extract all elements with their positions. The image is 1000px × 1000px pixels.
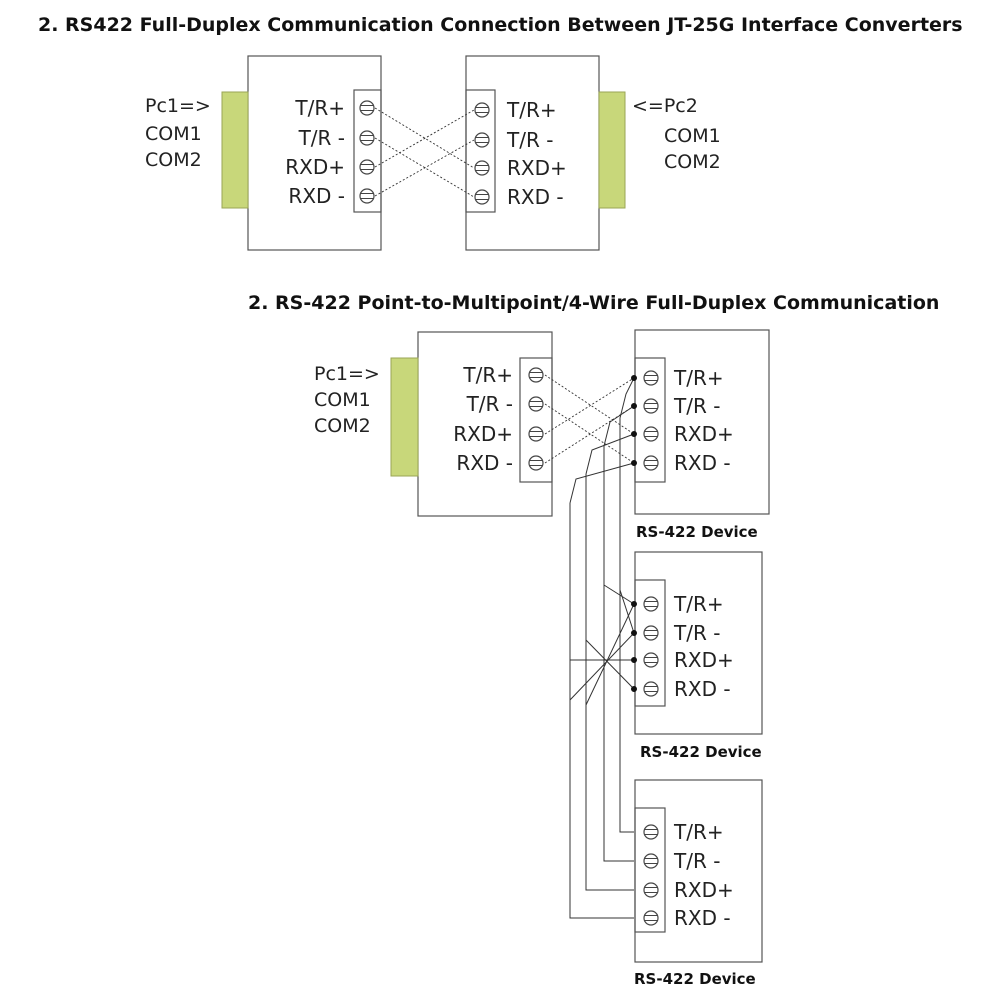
bus-trunk-to-dev3-pin-2 <box>585 474 634 891</box>
converter-b-terminal-strip <box>465 89 496 213</box>
device-1-terminal-3 <box>643 455 659 471</box>
device-1-terminal-0 <box>643 370 659 386</box>
device-2-terminal-1 <box>643 625 659 641</box>
device-3-pin-label-3: RXD - <box>674 906 731 930</box>
device-3-terminal-1 <box>643 853 659 869</box>
bus-drop-dev1-pin-2 <box>585 433 635 475</box>
bus-junction-dev2-pin-1 <box>631 630 637 636</box>
bus-trunk-to-dev3-pin-0 <box>619 418 634 833</box>
device-3-terminal-0 <box>643 824 659 840</box>
section1-wire-rxd-plus-to-tr-plus <box>374 109 475 168</box>
device-3-pin-label-0: T/R+ <box>673 820 724 844</box>
device-2-terminal-strip <box>634 579 666 707</box>
master-com2-label: COM2 <box>314 415 371 437</box>
master-pin-label-3: RXD - <box>456 451 513 475</box>
bus-junction-dev2-pin-0 <box>631 601 637 607</box>
device-3-terminal-strip <box>634 807 666 933</box>
converter-b-box <box>465 55 600 251</box>
device-2-pin-label-2: RXD+ <box>674 648 734 672</box>
device-2-pin-label-1: T/R - <box>673 621 720 645</box>
converter-b-pin-label-3: RXD - <box>507 185 564 209</box>
device-1-caption: RS-422 Device <box>636 523 758 541</box>
section2-wire-master-tr-plus-to-dev1-rxd-plus <box>544 374 635 435</box>
bus-tap-dev2-c <box>585 639 635 690</box>
pc2-com2-label: COM2 <box>664 151 721 173</box>
master-pin-label-1: T/R - <box>466 392 513 416</box>
device-2-terminal-3 <box>643 681 659 697</box>
bus-drop-dev1-pin-0 <box>619 377 635 419</box>
section-1-title: 2. RS422 Full-Duplex Communication Conne… <box>38 14 963 36</box>
converter-a-box <box>247 55 382 251</box>
pc1-com2-label: COM2 <box>145 149 202 171</box>
master-pc1-label: Pc1=> <box>314 363 380 385</box>
device-2-terminal-2 <box>643 652 659 668</box>
bus-junction-dev1-pin-0 <box>631 375 637 381</box>
converter-a-db-connector <box>221 91 249 209</box>
bus-tap-dev2-e <box>569 632 635 701</box>
section1-wire-rxd-minus-to-tr-minus <box>374 139 475 197</box>
device-2-terminal-0 <box>643 596 659 612</box>
converter-b-terminal-1 <box>474 132 490 148</box>
device-3-pin-label-2: RXD+ <box>674 878 734 902</box>
bus-tap-dev2-b <box>603 584 635 605</box>
bus-trunk-to-dev3-pin-3 <box>569 503 634 919</box>
converter-b-terminal-2 <box>474 160 490 176</box>
device-2-pin-label-3: RXD - <box>674 677 731 701</box>
device-1-terminal-1 <box>643 398 659 414</box>
pc1-com1-label: COM1 <box>145 123 202 145</box>
converter-a-pin-label-3: RXD - <box>288 184 345 208</box>
converter-a-terminal-0 <box>359 100 375 116</box>
bus-junction-dev1-pin-3 <box>631 460 637 466</box>
device-1-pin-label-1: T/R - <box>673 394 720 418</box>
converter-b-pin-label-2: RXD+ <box>507 156 567 180</box>
device-3-pin-label-1: T/R - <box>673 849 720 873</box>
converter-b-terminal-3 <box>474 189 490 205</box>
converter-a-pin-label-0: T/R+ <box>294 96 345 120</box>
master-terminal-1 <box>528 396 544 412</box>
pc1-label: Pc1=> <box>145 95 211 117</box>
bus-junction-dev1-pin-2 <box>631 431 637 437</box>
pc2-com1-label: COM1 <box>664 125 721 147</box>
converter-b-terminal-0 <box>474 102 490 118</box>
bus-junction-dev1-pin-1 <box>631 403 637 409</box>
device-1-pin-label-3: RXD - <box>674 451 731 475</box>
section2-wire-master-rxd-plus-to-dev1-tr-plus <box>544 377 635 435</box>
section2-wire-master-tr-minus-to-dev1-rxd-minus <box>544 403 635 464</box>
master-terminal-0 <box>528 367 544 383</box>
converter-b-pin-label-0: T/R+ <box>506 98 557 122</box>
device-2-pin-label-0: T/R+ <box>673 592 724 616</box>
converter-a-pin-label-1: T/R - <box>298 126 345 150</box>
device-1-pin-label-0: T/R+ <box>673 366 724 390</box>
master-terminal-2 <box>528 426 544 442</box>
master-db-connector <box>390 357 419 477</box>
bus-junction-dev2-pin-2 <box>631 657 637 663</box>
converter-b-db-connector <box>598 91 626 209</box>
converter-a-terminal-strip <box>353 89 382 213</box>
master-com1-label: COM1 <box>314 389 371 411</box>
converter-b-pin-label-1: T/R - <box>506 128 553 152</box>
pc2-label: <=Pc2 <box>632 95 698 117</box>
master-terminal-3 <box>528 455 544 471</box>
master-pin-label-0: T/R+ <box>462 363 513 387</box>
master-pin-label-2: RXD+ <box>453 422 513 446</box>
device-3-terminal-3 <box>643 910 659 926</box>
converter-a-terminal-1 <box>359 130 375 146</box>
bus-drop-dev1-pin-3 <box>569 462 635 504</box>
bus-drop-dev1-pin-1 <box>603 405 635 447</box>
device-2-caption: RS-422 Device <box>640 743 762 761</box>
device-1-terminal-strip <box>634 357 666 483</box>
section-2-title: 2. RS-422 Point-to-Multipoint/4-Wire Ful… <box>248 292 940 314</box>
converter-a-pin-label-2: RXD+ <box>285 155 345 179</box>
device-3-terminal-2 <box>643 882 659 898</box>
bus-tap-dev2-f <box>585 603 635 706</box>
bus-trunk-to-dev3-pin-1 <box>603 446 634 862</box>
device-1-pin-label-2: RXD+ <box>674 422 734 446</box>
converter-a-terminal-3 <box>359 188 375 204</box>
device-3-caption: RS-422 Device <box>634 970 756 988</box>
device-1-terminal-2 <box>643 426 659 442</box>
bus-junction-dev2-pin-3 <box>631 686 637 692</box>
master-terminal-strip <box>519 357 553 483</box>
converter-a-terminal-2 <box>359 159 375 175</box>
